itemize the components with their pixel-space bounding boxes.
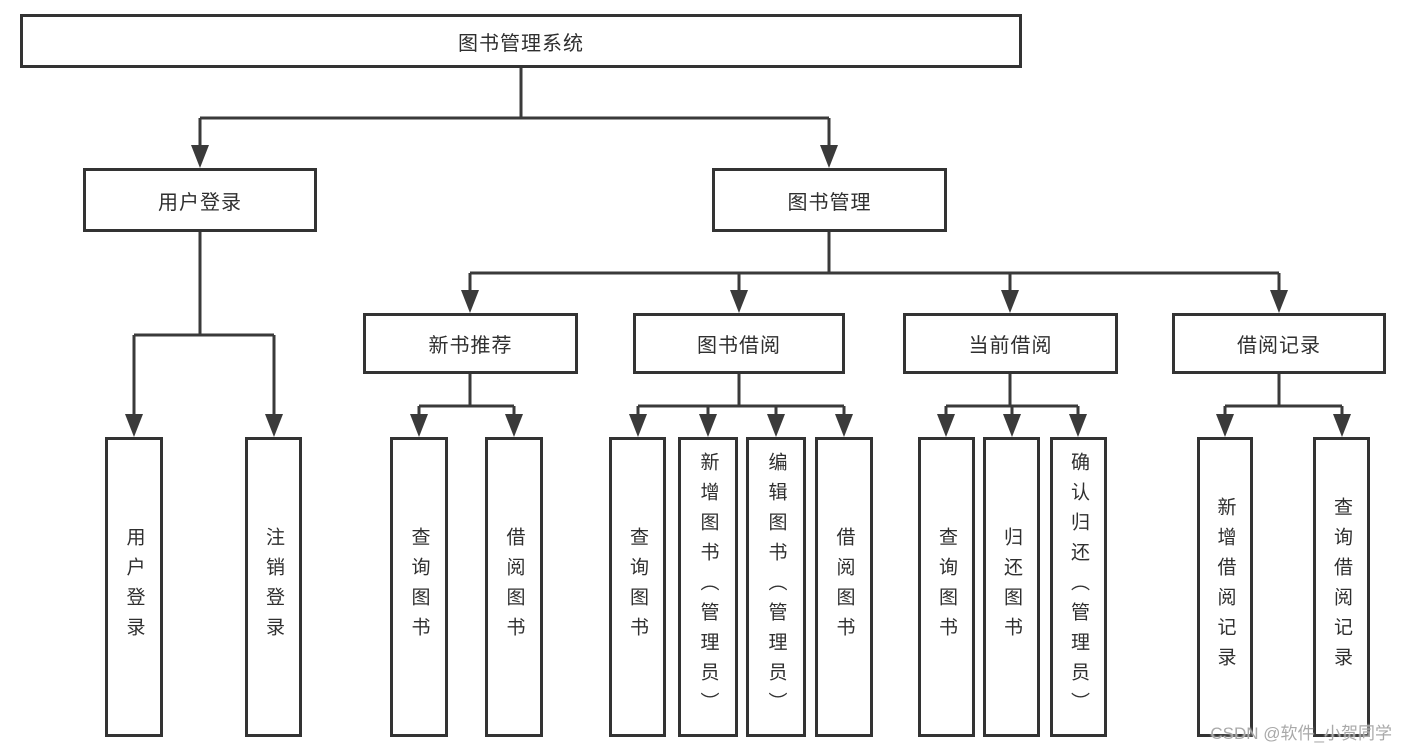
edge-current-borrow-to-leaves <box>937 374 1087 437</box>
node-label: 图书借阅 <box>697 335 781 357</box>
node-label: 借阅记录 <box>1237 335 1321 357</box>
csdn-watermark: CSDN @软件_小贺同学 <box>1210 724 1392 743</box>
node-bb-add-book: 新增图书（管理员） <box>678 437 738 737</box>
node-cb-query-book: 查询图书 <box>918 437 975 737</box>
node-br-query-record: 查询借阅记录 <box>1313 437 1370 737</box>
node-label: 新增借阅记录 <box>1214 497 1236 677</box>
node-label: 查询图书 <box>936 527 957 647</box>
node-label: 用户登录 <box>158 191 242 214</box>
node-leaf-user-login: 用户登录 <box>105 437 163 737</box>
node-rec-query-book: 查询图书 <box>390 437 448 737</box>
edge-root-to-level2 <box>191 68 838 168</box>
node-bb-edit-book: 编辑图书（管理员） <box>746 437 806 737</box>
node-label: 当前借阅 <box>968 335 1053 357</box>
edge-borrow-records-to-leaves <box>1216 374 1351 437</box>
node-label: 查询图书 <box>408 527 430 647</box>
node-label: 归还图书 <box>1001 527 1022 647</box>
node-new-book-rec: 新书推荐 <box>363 313 578 374</box>
node-label: 借阅图书 <box>503 527 525 647</box>
edge-book-mgmt-to-level3 <box>461 232 1288 313</box>
node-label: 新书推荐 <box>428 335 513 357</box>
node-cb-confirm-return: 确认归还（管理员） <box>1050 437 1107 737</box>
node-label: 用户登录 <box>123 527 145 647</box>
edge-book-borrow-to-leaves <box>629 374 853 437</box>
node-label: 查询图书 <box>627 527 648 647</box>
node-label: 确认归还（管理员） <box>1068 452 1089 722</box>
node-bb-borrow-book: 借阅图书 <box>815 437 873 737</box>
node-leaf-logout: 注销登录 <box>245 437 302 737</box>
node-cb-return-book: 归还图书 <box>983 437 1040 737</box>
node-label: 注销登录 <box>263 527 284 647</box>
node-label: 查询借阅记录 <box>1331 497 1352 677</box>
edge-new-book-rec-to-leaves <box>410 374 523 437</box>
node-label: 编辑图书（管理员） <box>765 452 787 722</box>
node-label: 图书管理系统 <box>458 32 584 55</box>
node-book-borrow: 图书借阅 <box>633 313 845 374</box>
node-bb-query-book: 查询图书 <box>609 437 666 737</box>
node-label: 新增图书（管理员） <box>697 452 719 722</box>
node-user-login: 用户登录 <box>83 168 317 232</box>
node-rec-borrow-book: 借阅图书 <box>485 437 543 737</box>
node-root-system: 图书管理系统 <box>20 14 1022 68</box>
node-book-mgmt: 图书管理 <box>712 168 947 232</box>
node-label: 借阅图书 <box>833 527 855 647</box>
edge-user-login-to-leaves <box>125 232 283 437</box>
node-borrow-records: 借阅记录 <box>1172 313 1386 374</box>
node-label: 图书管理 <box>787 191 872 214</box>
node-current-borrow: 当前借阅 <box>903 313 1118 374</box>
node-br-add-record: 新增借阅记录 <box>1197 437 1253 737</box>
